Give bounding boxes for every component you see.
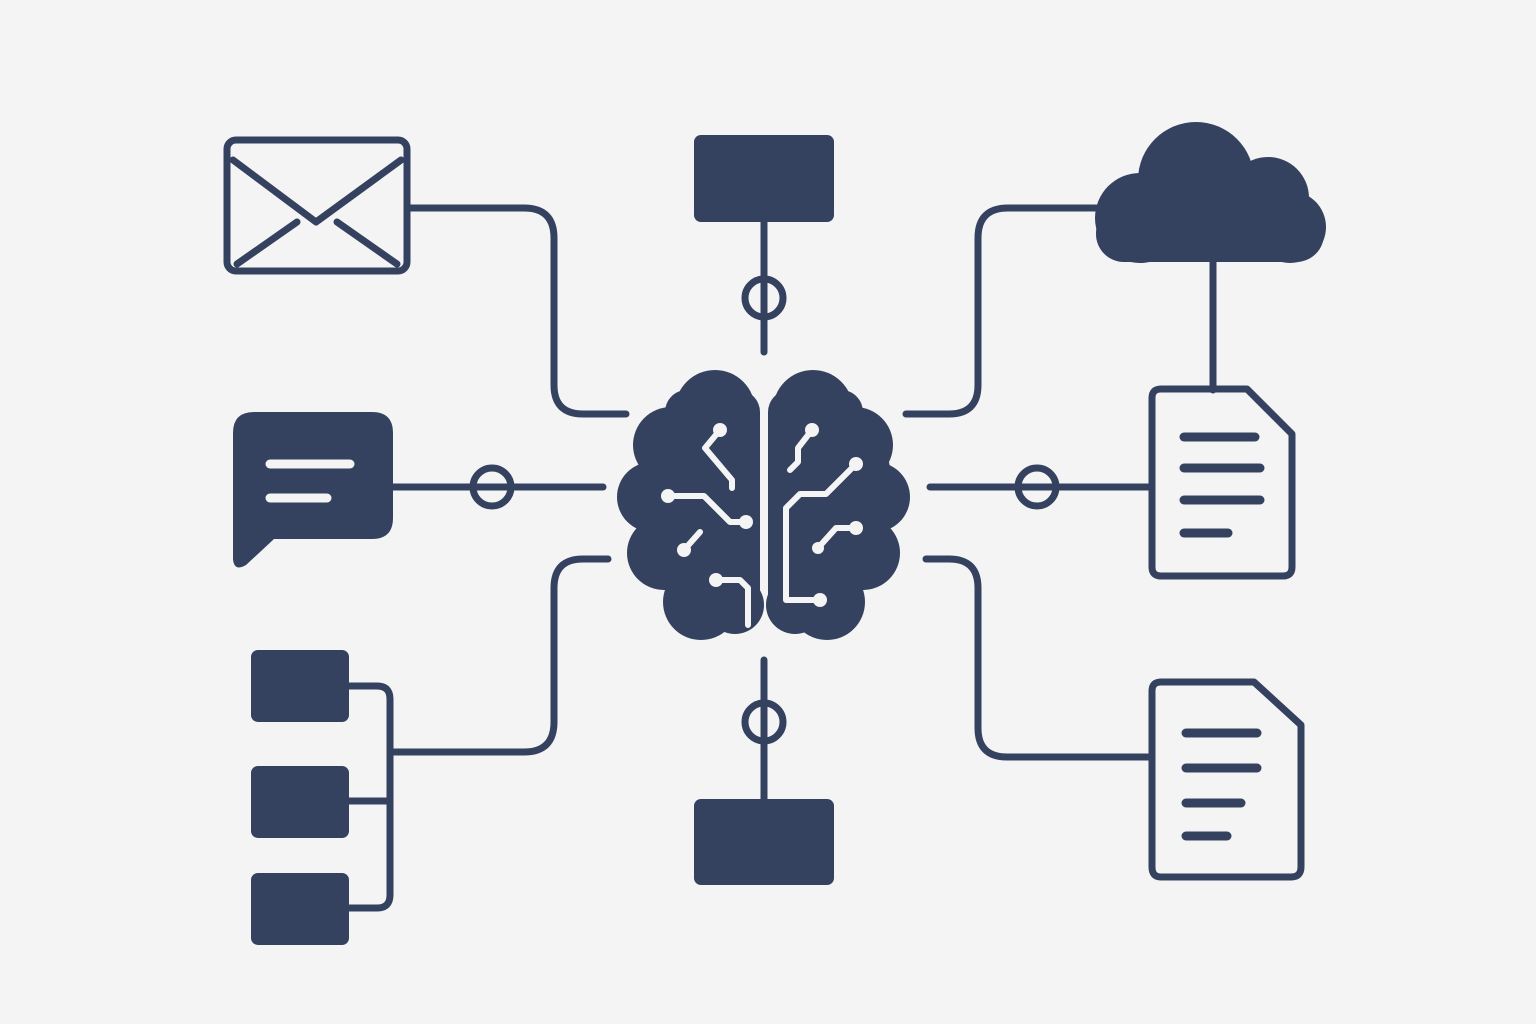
document-icon (1148, 678, 1305, 881)
junction-node (469, 464, 515, 510)
junction-node (741, 275, 787, 321)
connectors (388, 204, 1217, 804)
connector-envelope-brain (406, 204, 630, 418)
junction-node (741, 699, 787, 745)
connector-cloud-brain (902, 204, 1100, 418)
folder-hierarchy-icon (251, 650, 394, 945)
chat-bubble-icon (233, 412, 393, 568)
cloud-icon (1095, 122, 1326, 263)
envelope-icon (223, 136, 411, 275)
junctions (469, 275, 1060, 745)
connector-hierarchy-brain (388, 555, 612, 756)
bottom-block-icon (694, 799, 834, 885)
connector-document-lower-brain (922, 555, 1154, 761)
top-block-icon (694, 135, 834, 222)
brain-icon (617, 369, 910, 640)
document-icon (1148, 385, 1296, 580)
junction-node (1014, 464, 1060, 510)
brain-circuit (661, 369, 863, 628)
